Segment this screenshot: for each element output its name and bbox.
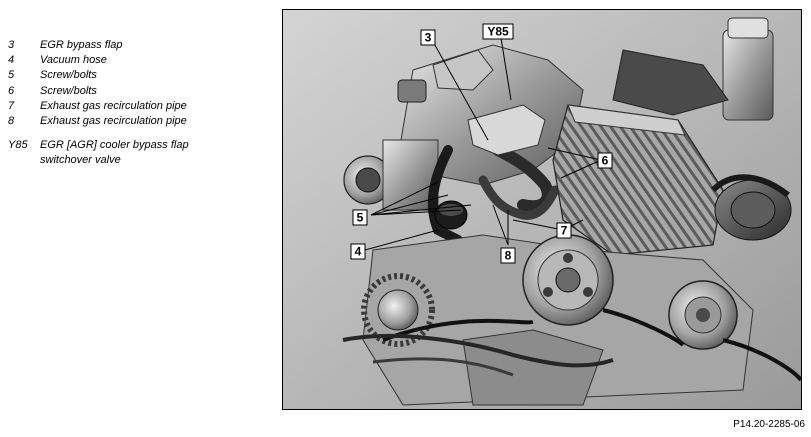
- legend-label: Exhaust gas recirculation pipe: [40, 99, 187, 112]
- legend-label: Vacuum hose: [40, 54, 107, 67]
- legend-item-y85: Y85 EGR [AGR] cooler bypass flap switcho…: [8, 138, 278, 168]
- leader-lines: [364, 37, 602, 251]
- fuel-line: [372, 357, 514, 377]
- legend-item-4: 4 Vacuum hose: [8, 53, 278, 68]
- lower-hose: [342, 333, 614, 368]
- legend-number: 7: [8, 99, 15, 112]
- callout-y85: Y85: [482, 23, 514, 40]
- callout-8: 8: [500, 247, 516, 264]
- legend-number: 4: [8, 54, 15, 67]
- svg-text:4: 4: [355, 245, 362, 259]
- legend-number: 6: [8, 84, 15, 97]
- legend-label: Screw/bolts: [40, 84, 97, 97]
- svg-text:6: 6: [602, 154, 609, 168]
- callout-7: 7: [556, 222, 572, 239]
- engine-illustration: 3 Y85 6 5 7 4 8: [283, 10, 801, 409]
- svg-text:Y85: Y85: [487, 25, 509, 39]
- legend-number: Y85: [8, 139, 28, 152]
- legend-item-7: 7 Exhaust gas recirculation pipe: [8, 99, 278, 114]
- legend-spacer: [8, 129, 278, 138]
- legend-item-6: 6 Screw/bolts: [8, 84, 278, 99]
- air-duct: [710, 174, 792, 241]
- legend-item-5: 5 Screw/bolts: [8, 68, 278, 83]
- drive-belt: [382, 308, 801, 382]
- svg-text:7: 7: [561, 224, 568, 238]
- callout-6: 6: [597, 152, 613, 169]
- legend-label-line2: switchover valve: [40, 154, 121, 167]
- fan-coupling: [361, 273, 435, 347]
- engine-diagram: 3 Y85 6 5 7 4 8: [282, 9, 802, 410]
- svg-text:5: 5: [357, 211, 364, 225]
- legend-number: 8: [8, 115, 15, 128]
- legend-number: 5: [8, 69, 15, 82]
- legend-label: Exhaust gas recirculation pipe: [40, 115, 187, 128]
- legend: 3 EGR bypass flap 4 Vacuum hose 5 Screw/…: [8, 38, 278, 169]
- callout-3: 3: [420, 29, 436, 46]
- oil-filter-housing: [612, 17, 774, 121]
- legend-item-3: 3 EGR bypass flap: [8, 38, 278, 53]
- tensioner-pulley: [668, 280, 738, 350]
- legend-label: EGR bypass flap: [40, 39, 123, 51]
- legend-number: 3: [8, 39, 15, 51]
- vacuum-canister: [434, 200, 468, 230]
- cylinder-head-cover: [552, 104, 724, 256]
- egr-pipe-assembly: [427, 104, 560, 245]
- legend-label-line1: EGR [AGR] cooler bypass flap: [40, 139, 189, 152]
- legend-label: EGR [AGR] cooler bypass flap switchover …: [40, 138, 278, 168]
- legend-item-8: 8 Exhaust gas recirculation pipe: [8, 114, 278, 129]
- callout-4: 4: [350, 243, 366, 260]
- svg-text:3: 3: [425, 31, 432, 45]
- svg-text:8: 8: [505, 249, 512, 263]
- figure-reference-code: P14.20-2285-06: [733, 419, 805, 430]
- callout-5: 5: [352, 209, 368, 226]
- legend-label: Screw/bolts: [40, 69, 97, 82]
- crankshaft-pulley: [522, 234, 614, 326]
